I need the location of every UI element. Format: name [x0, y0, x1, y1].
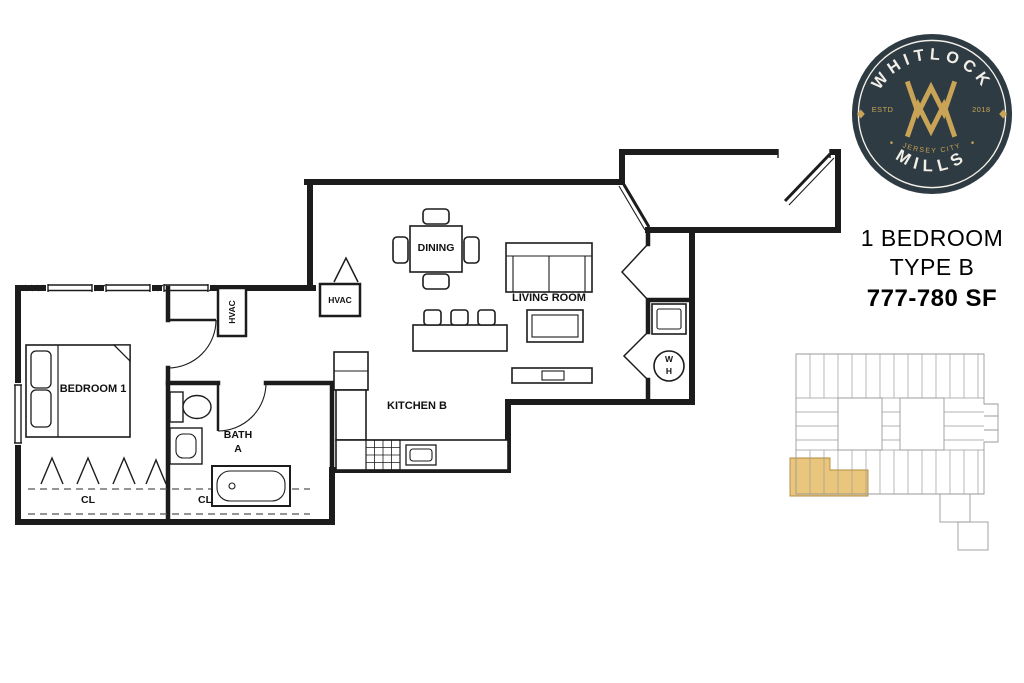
- logo-badge: [851, 33, 1013, 195]
- doors: [167, 152, 835, 432]
- floorplan: BEDROOM 1 BATH A KITCHEN B DINING LIVING…: [14, 149, 841, 525]
- bath-label-line2: A: [234, 443, 242, 455]
- whitlock-mills-logo: WHITLOCK MILLS JERSEY CITY ESTD 2018: [851, 33, 1013, 195]
- pillow: [30, 389, 52, 428]
- washer-dryer: [651, 303, 687, 335]
- living-room-label: LIVING ROOM: [512, 292, 586, 304]
- wall-hatching: [19, 284, 216, 292]
- blanket-fold: [112, 344, 131, 363]
- tv-console: [511, 367, 593, 384]
- logo-dot-left-icon: [890, 141, 893, 144]
- hvac-closet-1: [318, 282, 362, 318]
- hvac-closets: [216, 282, 362, 338]
- coffee-table: [526, 309, 584, 343]
- keyplan-building-outline: [795, 353, 999, 551]
- keyplan: [789, 353, 999, 551]
- hvac-label-2: HVAC: [227, 300, 237, 323]
- windows: [14, 149, 831, 444]
- water-heater-label-w: W: [665, 354, 674, 364]
- unit-type-line2: TYPE B: [889, 254, 975, 280]
- water-heater: [653, 350, 685, 382]
- hvac-closet-2: [216, 286, 248, 338]
- kitchen-label: KITCHEN B: [387, 400, 447, 412]
- pillow: [30, 350, 52, 389]
- water-heater-label-h: H: [666, 366, 672, 376]
- interior-walls: [165, 227, 695, 525]
- closet-hangers: [40, 456, 167, 485]
- kitchen-island: [412, 324, 508, 352]
- logo-year: 2018: [972, 105, 990, 114]
- wm-monogram-icon: [904, 80, 958, 138]
- logo-star-right-icon: [999, 109, 1008, 119]
- bifold-door-upper: [620, 243, 649, 301]
- toilet: [169, 391, 212, 423]
- keyplan-courtyards: [837, 397, 945, 451]
- unit-type-line1: 1 BEDROOM: [860, 225, 1004, 251]
- kitchen-sink: [405, 444, 437, 466]
- keyplan-unit-highlight: [789, 457, 869, 497]
- dining-table: [409, 225, 463, 273]
- bed: [25, 344, 131, 438]
- closet-label-2: CL: [198, 494, 213, 506]
- entry-door-leaf: [783, 152, 832, 203]
- closet-label-1: CL: [81, 494, 96, 506]
- kitchen-tile: [365, 439, 401, 471]
- vanity-sink: [169, 427, 203, 465]
- hvac-label-1: HVAC: [328, 295, 351, 305]
- sofa: [505, 242, 593, 293]
- refrigerator: [333, 351, 369, 391]
- keyplan-units: [796, 354, 984, 494]
- bathtub: [211, 465, 291, 507]
- bifold-door-lower: [622, 331, 649, 381]
- logo-estd: ESTD: [872, 105, 894, 114]
- bar-stools: [423, 309, 496, 326]
- dining-chairs: [392, 208, 480, 290]
- unit-size: 777-780 SF: [866, 285, 998, 312]
- bath-label: BATH: [224, 429, 252, 441]
- bedroom-label: BEDROOM 1: [60, 383, 127, 395]
- unit-info: 1 BEDROOM TYPE B 777-780 SF: [840, 224, 1024, 314]
- hvac-closet-door: [333, 256, 359, 283]
- dining-label: DINING: [418, 242, 455, 254]
- logo-star-left-icon: [856, 109, 865, 119]
- logo-dot-right-icon: [971, 141, 974, 144]
